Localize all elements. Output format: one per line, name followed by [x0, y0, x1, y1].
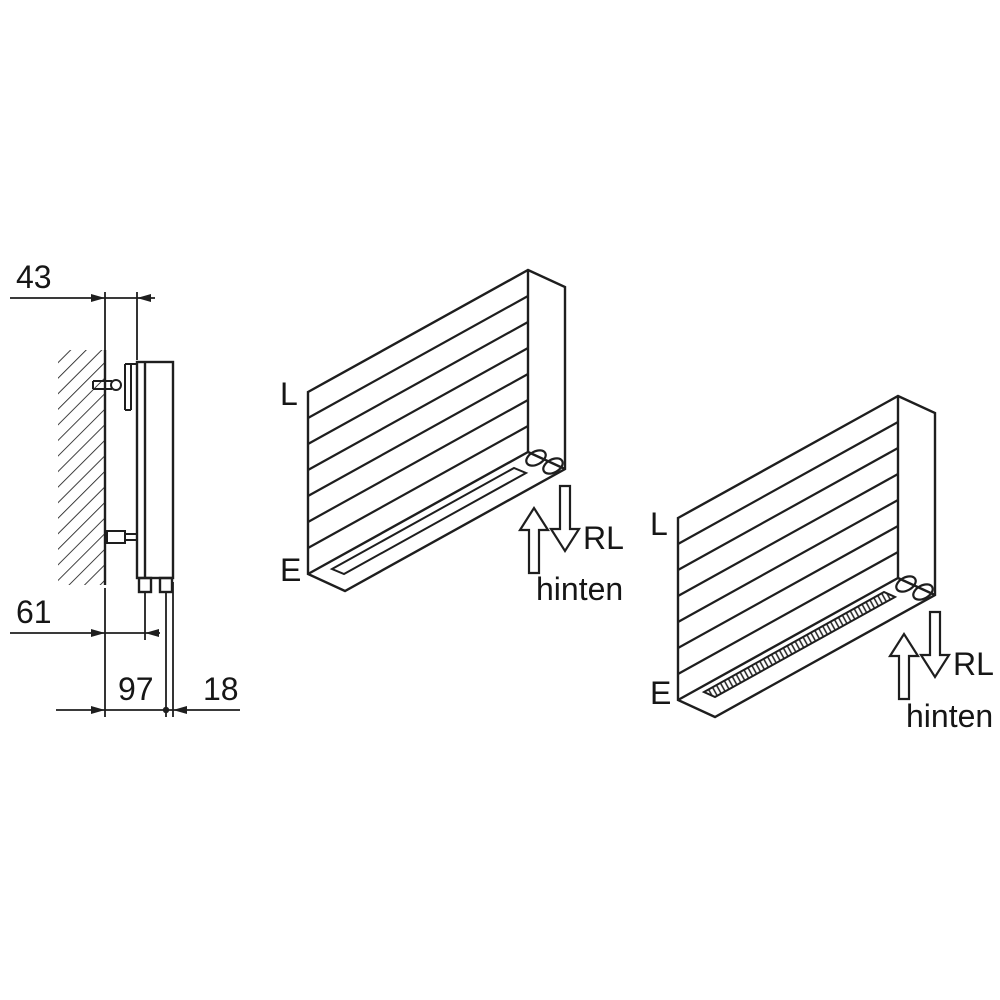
bottom-slot [329, 466, 529, 576]
screw-head-icon [110, 379, 122, 391]
top-bracket [92, 363, 137, 411]
radiator-front-view [306, 268, 582, 593]
up-arrow-icon [517, 505, 551, 575]
slat-lines [307, 295, 529, 549]
label-rl-front: RL [583, 520, 624, 556]
side-view [58, 350, 175, 594]
pipe-connection-icon [525, 449, 547, 467]
wall-hatch [58, 350, 105, 585]
dimension-97-18 [56, 706, 240, 714]
pipe-connection-icon [542, 457, 564, 475]
label-rl-grille: RL [953, 646, 994, 682]
dimension-61 [10, 629, 160, 637]
radiator-outline [676, 394, 937, 719]
arrowhead-icon [173, 706, 187, 714]
radiator-body-section [135, 360, 175, 594]
up-arrow-icon [887, 631, 921, 701]
label-l-front: L [280, 376, 298, 412]
dimension-43 [10, 294, 155, 302]
bottom-grille [701, 590, 898, 699]
chain-dot-icon [162, 706, 170, 714]
dim-43-label: 43 [16, 259, 52, 295]
label-e-front: E [280, 552, 301, 588]
pipe-connection-icon [895, 575, 917, 593]
bottom-bracket [106, 530, 137, 544]
dim-18-label: 18 [203, 671, 239, 707]
down-arrow-icon [548, 484, 582, 554]
dim-61-label: 61 [16, 594, 52, 630]
arrowhead-icon [91, 629, 105, 637]
arrowhead-icon [145, 629, 159, 637]
down-arrow-icon [918, 610, 952, 680]
arrowhead-icon [91, 294, 105, 302]
pipe-stub-1 [137, 576, 153, 594]
arrowhead-icon [137, 294, 151, 302]
arrowhead-icon [91, 706, 105, 714]
radiator-grille-view [676, 394, 952, 719]
label-l-grille: L [650, 506, 668, 542]
slat-lines [677, 421, 899, 675]
radiator-outline [306, 268, 567, 593]
label-hinten-grille: hinten [906, 698, 993, 734]
label-hinten-front: hinten [536, 571, 623, 607]
pipe-connection-icon [912, 583, 934, 601]
dim-97-label: 97 [118, 671, 154, 707]
dimensions [10, 292, 240, 717]
label-e-grille: E [650, 675, 671, 711]
pipe-stub-2 [158, 576, 174, 594]
text-labels: 43 61 97 18 L E RL hinten L E RL hinten [16, 259, 994, 734]
